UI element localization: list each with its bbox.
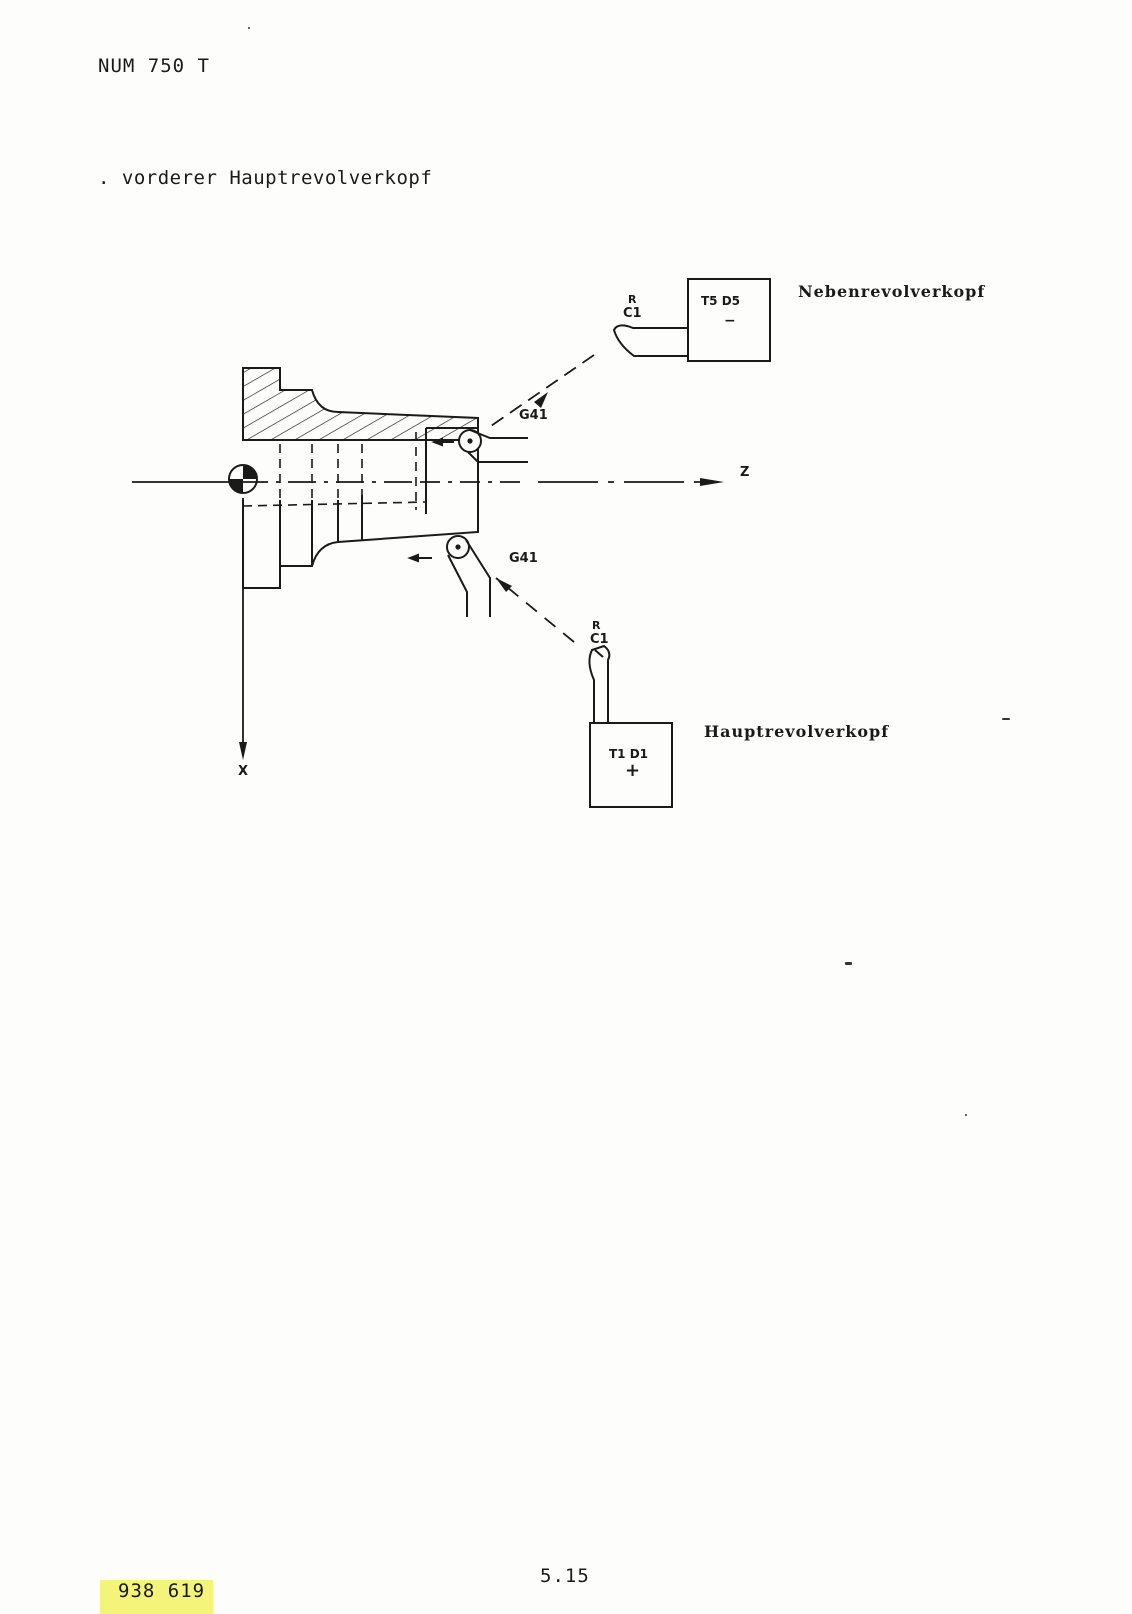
- scan-speck: [965, 1114, 967, 1116]
- upper-turret: [612, 278, 771, 362]
- upper-path-arrowhead: [534, 392, 548, 408]
- lower-tool: [407, 535, 491, 617]
- origin-symbol: [228, 464, 258, 494]
- upper-turret-code: T5 D5: [701, 294, 740, 308]
- workpiece-view: [242, 427, 479, 589]
- lower-radius-r: R: [592, 619, 601, 632]
- scan-speck: [1002, 718, 1010, 720]
- lower-path-arrowhead: [496, 578, 512, 592]
- scan-speck: [845, 962, 852, 965]
- lower-turret: [588, 644, 673, 808]
- page-number: 5.15: [540, 1565, 590, 1587]
- upper-radius-c: C1: [623, 306, 642, 321]
- x-axis-label: X: [238, 764, 248, 779]
- lower-turret-label: Hauptrevolverkopf: [704, 722, 890, 741]
- workpiece-hidden-lines: [242, 432, 427, 510]
- lower-turret-sign: +: [625, 760, 640, 781]
- upper-tool: [431, 429, 528, 463]
- z-axis: [132, 478, 724, 486]
- upper-turret-label: Nebenrevolverkopf: [798, 282, 986, 301]
- lower-radius-c: C1: [590, 632, 609, 647]
- upper-radius-r: R: [628, 293, 637, 306]
- section-subtitle: . vorderer Hauptrevolverkopf: [98, 167, 433, 189]
- scan-speck: [248, 27, 250, 29]
- upper-turret-sign: −: [724, 313, 736, 329]
- document-number-badge: 938 619: [100, 1580, 214, 1614]
- document-header: NUM 750 T: [98, 55, 210, 77]
- lower-turret-code: T1 D1: [609, 747, 648, 761]
- z-axis-label: Z: [740, 465, 749, 480]
- workpiece-section: [242, 367, 479, 441]
- upper-compensation-label: G41: [519, 408, 548, 423]
- lower-compensation-label: G41: [509, 551, 538, 566]
